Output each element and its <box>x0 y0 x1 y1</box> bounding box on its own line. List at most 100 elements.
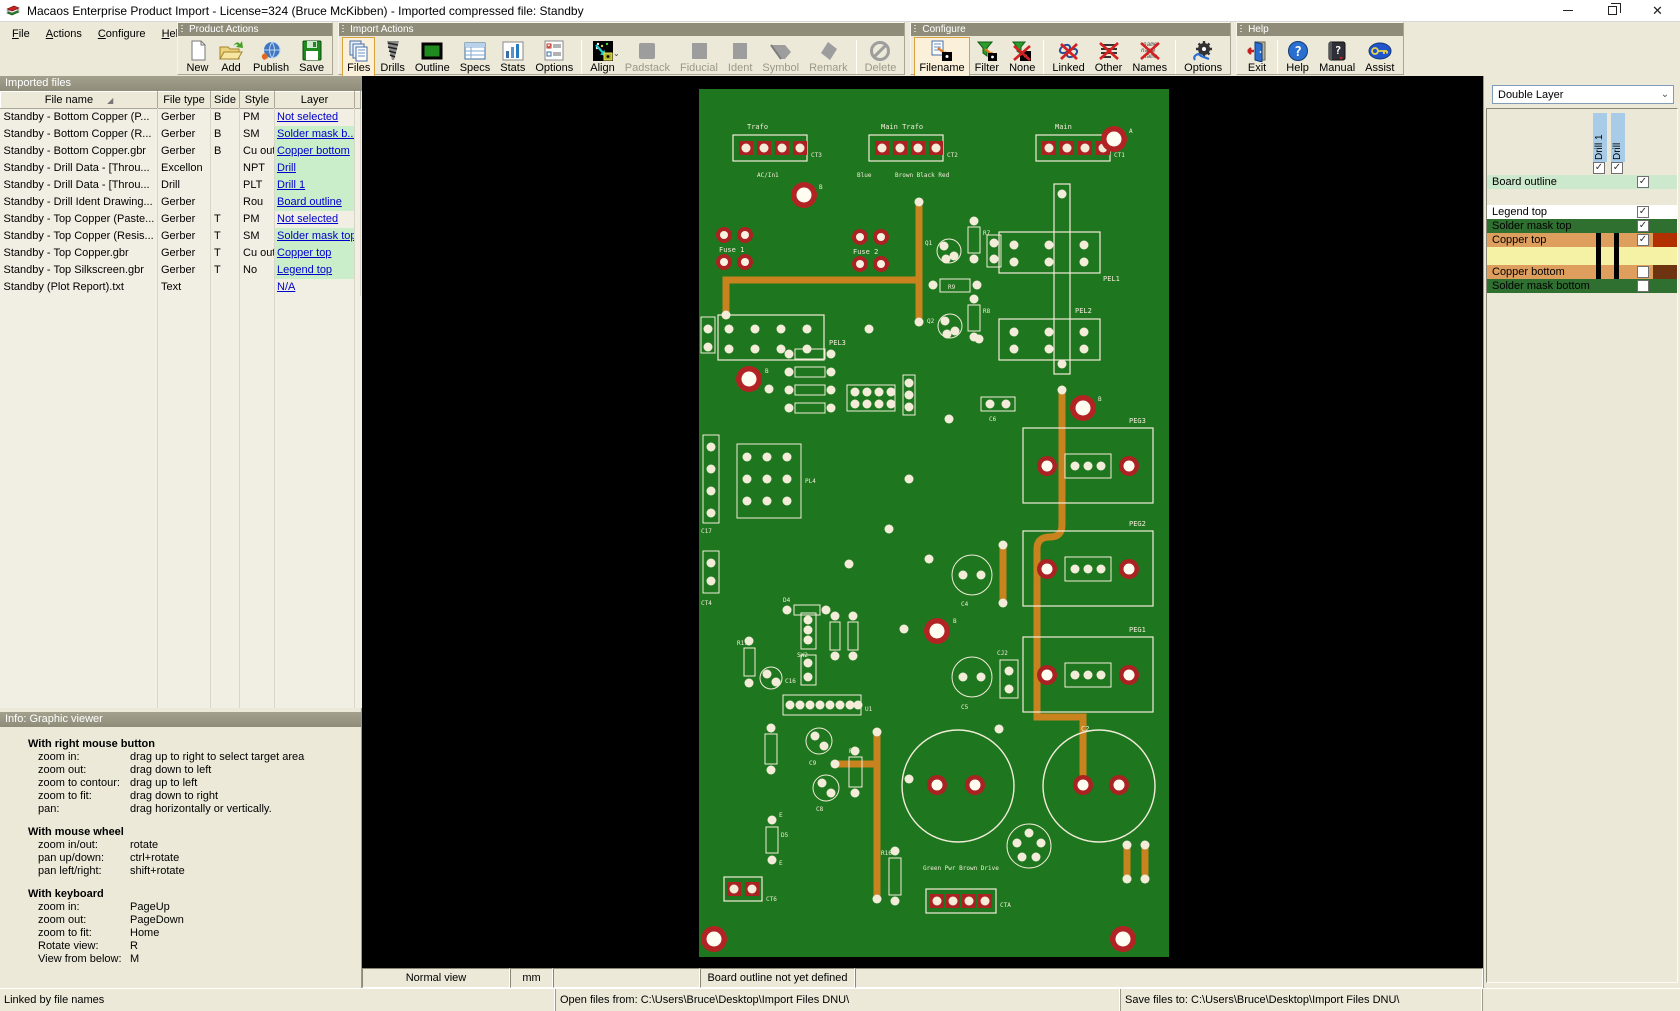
other-button[interactable]: Other <box>1090 37 1128 77</box>
table-row[interactable]: Standby - Top Silkscreen.gbrGerberTNoLeg… <box>1 262 361 279</box>
column-header-layer[interactable]: Layer <box>275 92 355 109</box>
exit-button[interactable]: Exit <box>1240 37 1274 77</box>
table-row[interactable]: Standby - Top Copper (Resis...GerberTSMS… <box>1 228 361 245</box>
toolbar-product-actions: Product Actions New Add Publish Save <box>177 22 333 75</box>
copper-bottom-checkbox[interactable] <box>1637 266 1649 278</box>
layer-panel: Double Layer ⌄ Drill 1 Drill Board outli… <box>1483 76 1680 1011</box>
drills-button[interactable]: Drills <box>375 37 409 77</box>
remark-button[interactable]: Remark <box>804 37 853 77</box>
drill1-checkbox[interactable] <box>1593 162 1605 174</box>
specs-button[interactable]: Specs <box>455 37 496 77</box>
column-guide <box>210 108 211 708</box>
configure-options-button[interactable]: Options <box>1179 37 1227 77</box>
gear-wrench-icon <box>1192 39 1214 62</box>
filename-button[interactable]: Filename <box>914 37 969 77</box>
assist-key-icon <box>1367 39 1393 62</box>
cell-type: Gerber <box>158 109 211 126</box>
legend-top-checkbox[interactable] <box>1637 206 1649 218</box>
imported-files-panel: Imported files File name◢ File type Side… <box>0 76 362 988</box>
layer-link[interactable]: Copper bottom <box>277 145 350 157</box>
layer-link[interactable]: Solder mask top <box>277 230 355 242</box>
ident-button[interactable]: Ident <box>723 37 757 77</box>
layer-link[interactable]: Board outline <box>277 196 342 208</box>
column-header-style[interactable]: Style <box>240 92 275 109</box>
layer-type-dropdown[interactable]: Double Layer ⌄ <box>1492 85 1674 104</box>
names-button[interactable]: namenamename Names <box>1127 37 1172 77</box>
svg-text:?: ? <box>1294 45 1302 60</box>
minimize-button[interactable] <box>1545 0 1590 21</box>
layer-link[interactable]: Legend top <box>277 264 332 276</box>
copper-top-checkbox[interactable] <box>1637 234 1649 246</box>
new-button[interactable]: New <box>181 37 214 77</box>
empty-cell <box>855 968 1483 988</box>
table-row[interactable]: Standby - Bottom Copper (P...GerberBPMNo… <box>1 109 361 126</box>
layer-link[interactable]: Not selected <box>277 111 338 123</box>
menu-actions[interactable]: Actions <box>38 24 90 44</box>
svg-text:C2: C2 <box>1081 725 1089 733</box>
svg-text:CT3: CT3 <box>811 152 822 159</box>
solder-mask-top-checkbox[interactable] <box>1637 220 1649 232</box>
table-row[interactable]: Standby - Drill Ident Drawing...GerberRo… <box>1 194 361 211</box>
table-row[interactable]: Standby (Plot Report).txtText N/A <box>1 279 361 296</box>
assist-button[interactable]: Assist <box>1360 37 1399 77</box>
cell-type: Text <box>158 279 211 296</box>
save-button[interactable]: Save <box>294 37 329 77</box>
menu-file[interactable]: File <box>4 24 38 44</box>
none-button[interactable]: None <box>1004 37 1040 77</box>
layer-link[interactable]: Drill <box>277 162 296 174</box>
publish-button[interactable]: Publish <box>248 37 294 77</box>
new-page-icon <box>188 39 208 62</box>
table-row[interactable]: Standby - Bottom Copper (R...GerberBSMSo… <box>1 126 361 143</box>
solder-mask-bottom-checkbox[interactable] <box>1637 280 1649 292</box>
graphic-viewer[interactable]: TrafoCT3AC/In1Main TrafoCT2BlueBrown Bla… <box>362 76 1483 988</box>
table-row[interactable]: Standby - Bottom Copper.gbrGerberBCu out… <box>1 143 361 160</box>
layer-link[interactable]: Drill 1 <box>277 179 305 191</box>
stats-button[interactable]: Stats <box>495 37 530 77</box>
table-row[interactable]: Standby - Top Copper (Paste...GerberTPMN… <box>1 211 361 228</box>
layer-link[interactable]: Copper top <box>277 247 331 259</box>
align-icon <box>592 39 614 62</box>
cell-type: Excellon <box>158 160 211 177</box>
help-button[interactable]: ? Help <box>1281 37 1314 77</box>
toolbar-separator <box>1043 40 1044 74</box>
cell-layer: Drill <box>275 160 355 177</box>
restore-button[interactable] <box>1590 0 1635 21</box>
layer-link[interactable]: N/A <box>277 281 295 293</box>
drill-checkbox[interactable] <box>1611 162 1623 174</box>
padstack-button[interactable]: Padstack <box>620 37 675 77</box>
svg-text:CT1: CT1 <box>1114 152 1125 159</box>
cell-name: Standby - Drill Data - [Throu... <box>1 160 158 177</box>
viewer-status-bar: Normal view mm Board outline not yet def… <box>362 968 1483 988</box>
align-dropdown-arrow[interactable]: ⌄ <box>613 49 620 58</box>
table-row[interactable]: Standby - Drill Data - [Throu...DrillPLT… <box>1 177 361 194</box>
column-header-file-type[interactable]: File type <box>158 92 211 109</box>
viewer-help-text: With right mouse buttonzoom in:drag up t… <box>0 728 360 966</box>
column-header-file-name[interactable]: File name◢ <box>1 92 158 109</box>
symbol-button[interactable]: Symbol <box>757 37 804 77</box>
align-button[interactable]: Align ⌄ <box>585 37 619 77</box>
add-button[interactable]: Add <box>214 37 248 77</box>
column-header-side[interactable]: Side <box>211 92 240 109</box>
layer-link[interactable]: Not selected <box>277 213 338 225</box>
table-row[interactable]: Standby - Top Copper.gbrGerberTCu outCop… <box>1 245 361 262</box>
close-button[interactable]: ✕ <box>1635 0 1680 21</box>
table-row[interactable]: Standby - Drill Data - [Throu...Excellon… <box>1 160 361 177</box>
layer-link[interactable]: Solder mask b... <box>277 128 355 140</box>
cell-name: Standby - Top Copper (Paste... <box>1 211 158 228</box>
cell-name: Standby - Bottom Copper (P... <box>1 109 158 126</box>
cell-side: T <box>211 211 240 228</box>
toolbar-title: Import Actions <box>339 23 904 36</box>
menu-configure[interactable]: Configure <box>90 24 154 44</box>
delete-button[interactable]: Delete <box>860 37 902 77</box>
toolbar-separator <box>581 40 582 74</box>
board-outline-checkbox[interactable] <box>1637 176 1649 188</box>
manual-button[interactable]: ? Manual <box>1314 37 1360 77</box>
outline-button[interactable]: Outline <box>410 37 455 77</box>
cell-name: Standby (Plot Report).txt <box>1 279 158 296</box>
import-options-button[interactable]: Options <box>530 37 578 77</box>
svg-text:Blue: Blue <box>857 172 872 179</box>
filter-button[interactable]: Filter <box>970 37 1004 77</box>
files-button[interactable]: Files <box>342 37 375 77</box>
fiducial-button[interactable]: Fiducial <box>675 37 723 77</box>
linked-button[interactable]: Linked <box>1047 37 1089 77</box>
